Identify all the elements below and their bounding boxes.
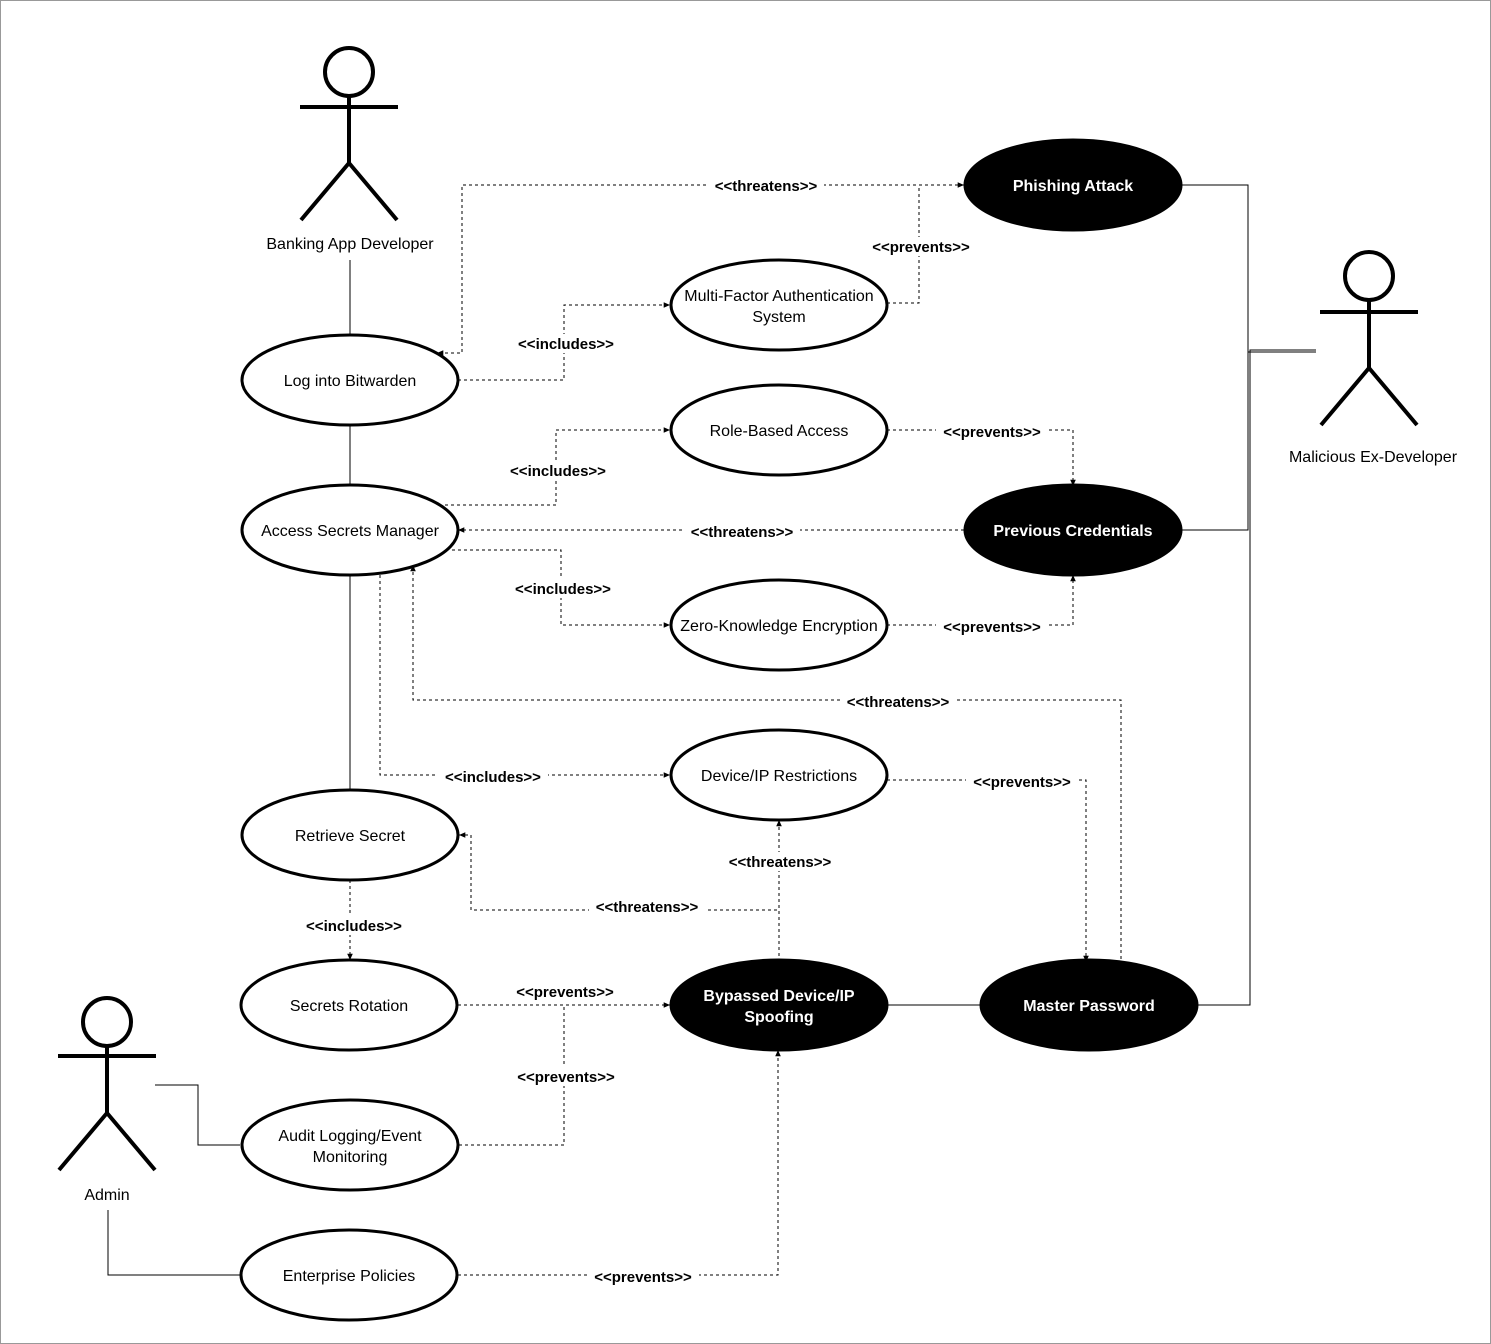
assoc-admin-audit	[155, 1084, 240, 1146]
use-case-audit-logging[interactable]: Audit Logging/Event Monitoring	[240, 1098, 460, 1192]
use-case-label: Access Secrets Manager	[261, 523, 440, 540]
dep-device-prevents-master	[887, 779, 1089, 962]
label-threatens-master-access: <<threatens>>	[840, 692, 956, 711]
use-case-label-line-2: System	[752, 309, 805, 326]
stereotype-text: <<prevents>>	[872, 239, 970, 256]
actor-malicious-ex-developer[interactable]: Malicious Ex-Developer	[1289, 250, 1458, 466]
stereotype-text: <<prevents>>	[516, 984, 614, 1001]
threat-label: Master Password	[1023, 998, 1155, 1015]
label-prevents-audit-bypassed: <<prevents>>	[510, 1067, 622, 1086]
use-case-log-into-bitwarden[interactable]: Log into Bitwarden	[240, 333, 460, 427]
label-prevents-rotation-bypassed: <<prevents>>	[509, 982, 621, 1001]
threat-label: Previous Credentials	[993, 523, 1152, 540]
stereotype-text: <<threatens>>	[715, 178, 818, 195]
stick-figure-icon	[57, 996, 157, 1172]
use-case-label: Zero-Knowledge Encryption	[680, 618, 877, 635]
assoc-malicious-phishing	[1180, 184, 1316, 353]
threat-previous-credentials[interactable]: Previous Credentials	[963, 483, 1183, 577]
stereotype-text: <<prevents>>	[973, 774, 1071, 791]
stereotype-text: <<threatens>>	[847, 694, 950, 711]
label-includes-access-device: <<includes>>	[438, 767, 548, 786]
use-case-mfa-system[interactable]: Multi-Factor Authentication System	[669, 258, 889, 352]
actor-banking-app-developer[interactable]: Banking App Developer	[266, 46, 434, 253]
edge-labels: <<threatens>> <<prevents>> <<includes>> …	[299, 176, 1078, 1286]
dep-master-threatens-access	[410, 565, 1122, 965]
stereotype-text: <<threatens>>	[691, 524, 794, 541]
stereotype-text: <<includes>>	[445, 769, 541, 786]
stick-figure-icon	[1319, 250, 1419, 427]
label-prevents-zke-credentials: <<prevents>>	[936, 617, 1048, 636]
dep-access-includes-device	[379, 575, 670, 778]
use-case-label: Log into Bitwarden	[284, 373, 417, 390]
label-includes-access-rba: <<includes>>	[503, 461, 613, 480]
actor-label: Malicious Ex-Developer	[1289, 449, 1458, 466]
use-case-label: Device/IP Restrictions	[701, 768, 857, 785]
use-case-zero-knowledge-encryption[interactable]: Zero-Knowledge Encryption	[669, 578, 889, 672]
stereotype-text: <<includes>>	[515, 581, 611, 598]
use-case-retrieve-secret[interactable]: Retrieve Secret	[240, 788, 460, 882]
stereotype-text: <<threatens>>	[596, 899, 699, 916]
stereotype-text: <<includes>>	[510, 463, 606, 480]
use-case-enterprise-policies[interactable]: Enterprise Policies	[239, 1228, 459, 1322]
actor-admin[interactable]: Admin	[57, 996, 157, 1204]
label-includes-access-zke: <<includes>>	[508, 579, 618, 598]
label-threatens-phishing-login: <<threatens>>	[708, 176, 824, 195]
use-case-role-based-access[interactable]: Role-Based Access	[669, 383, 889, 477]
use-case-device-ip-restrictions[interactable]: Device/IP Restrictions	[669, 728, 889, 822]
stereotype-text: <<prevents>>	[943, 424, 1041, 441]
label-prevents-policies-bypassed: <<prevents>>	[587, 1267, 699, 1286]
use-case-label-line-2: Monitoring	[313, 1149, 388, 1166]
stereotype-text: <<prevents>>	[594, 1269, 692, 1286]
label-prevents-device-master: <<prevents>>	[966, 772, 1078, 791]
dep-audit-prevents-bypassed	[459, 1005, 565, 1146]
use-case-label: Role-Based Access	[710, 423, 849, 440]
label-includes-retrieve-rotation: <<includes>>	[299, 916, 409, 935]
assoc-malicious-credentials	[1180, 352, 1249, 531]
label-prevents-mfa-phishing: <<prevents>>	[865, 237, 977, 256]
stereotype-text: <<includes>>	[306, 918, 402, 935]
label-prevents-rba-credentials: <<prevents>>	[936, 422, 1048, 441]
dependencies	[347, 182, 1122, 1276]
stereotype-text: <<prevents>>	[943, 619, 1041, 636]
use-case-label: Enterprise Policies	[283, 1268, 416, 1285]
dep-login-includes-mfa	[458, 302, 670, 381]
stereotype-text: <<includes>>	[518, 336, 614, 353]
assoc-admin-policies	[107, 1210, 240, 1276]
stereotype-text: <<threatens>>	[729, 854, 832, 871]
stereotype-text: <<prevents>>	[517, 1069, 615, 1086]
label-threatens-bypassed-retrieve: <<threatens>>	[589, 897, 705, 916]
use-case-secrets-rotation[interactable]: Secrets Rotation	[239, 958, 459, 1052]
associations	[107, 184, 1316, 1276]
dep-policies-prevents-bypassed	[458, 1050, 781, 1276]
actor-label: Banking App Developer	[266, 236, 434, 253]
use-case-label-line-1: Multi-Factor Authentication	[684, 288, 873, 305]
label-threatens-credentials-access: <<threatens>>	[684, 522, 800, 541]
threat-label-line-1: Bypassed Device/IP	[703, 988, 855, 1005]
actor-label: Admin	[84, 1187, 129, 1204]
use-case-label: Secrets Rotation	[290, 998, 408, 1015]
use-case-label-line-1: Audit Logging/Event	[278, 1128, 422, 1145]
threat-phishing-attack[interactable]: Phishing Attack	[963, 138, 1183, 232]
threat-master-password[interactable]: Master Password	[979, 958, 1199, 1052]
dep-access-includes-rba	[445, 427, 670, 506]
threat-bypassed-device-ip-spoofing[interactable]: Bypassed Device/IP Spoofing	[669, 958, 889, 1052]
assoc-malicious-master	[1196, 349, 1316, 1006]
label-threatens-bypassed-device: <<threatens>>	[722, 852, 838, 871]
use-case-label: Retrieve Secret	[295, 828, 406, 845]
threat-label: Phishing Attack	[1013, 178, 1133, 195]
threat-label-line-2: Spoofing	[744, 1009, 813, 1026]
use-case-access-secrets-manager[interactable]: Access Secrets Manager	[240, 483, 460, 577]
stick-figure-icon	[299, 46, 399, 222]
label-includes-login-mfa: <<includes>>	[511, 334, 621, 353]
